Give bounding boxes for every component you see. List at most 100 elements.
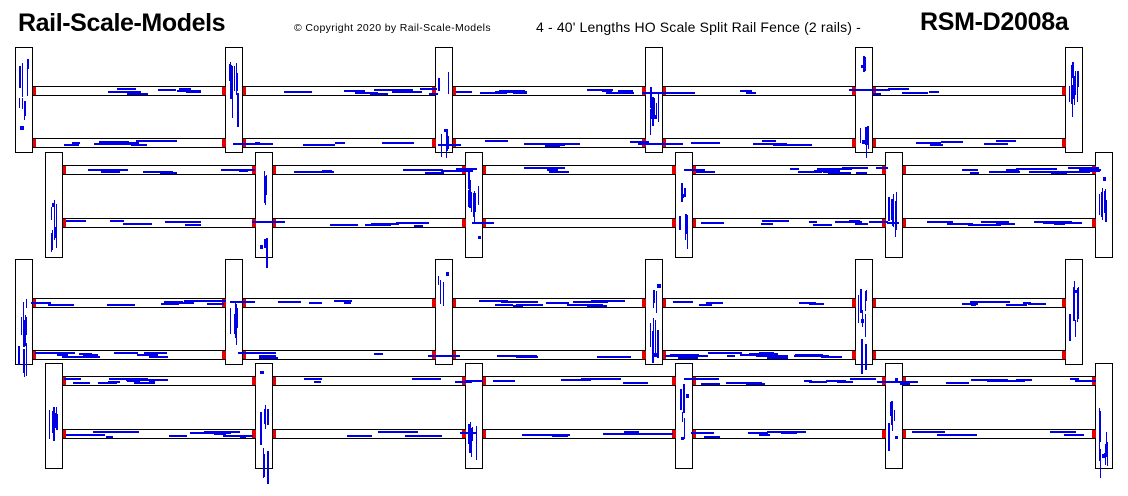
rail-joint-mark [662,299,666,307]
fence-post-3-3 [435,259,453,365]
rail-joint-mark [242,87,246,95]
fence-post-4-1 [45,363,63,469]
rail-joint-mark [272,166,276,174]
fence-rail-4-1 [54,376,1104,386]
fence-post-1-5 [855,47,873,153]
rail-joint-mark [272,377,276,385]
rail-joint-mark [432,87,436,95]
rail-joint-mark [252,377,256,385]
rail-joint-mark [882,377,886,385]
rail-joint-mark [672,430,676,438]
rail-joint-mark [852,299,856,307]
fence-rail-1-1 [24,86,1074,96]
rail-joint-mark [1092,166,1096,174]
rail-joint-mark [462,377,466,385]
rail-joint-mark [452,87,456,95]
product-description: 4 - 40' Lengths HO Scale Split Rail Fenc… [536,19,861,35]
rail-joint-mark [872,299,876,307]
rail-joint-mark [692,166,696,174]
fence-post-3-2 [225,259,243,365]
rail-joint-mark [882,166,886,174]
rail-joint-mark [222,299,226,307]
fence-post-2-2 [255,152,273,258]
rail-joint-mark [662,351,666,359]
rail-joint-mark [222,351,226,359]
rail-joint-mark [1092,430,1096,438]
fence-rail-4-2 [54,429,1104,439]
rail-joint-mark [462,430,466,438]
drawing-header: Rail-Scale-Models © Copyright 2020 by Ra… [0,0,1128,44]
rail-joint-mark [32,351,36,359]
rail-joint-mark [462,166,466,174]
fence-rail-3-1 [24,298,1074,308]
rail-joint-mark [662,87,666,95]
fence-rail-2-1 [54,165,1104,175]
rail-joint-mark [252,219,256,227]
rail-joint-mark [672,377,676,385]
rail-joint-mark [482,166,486,174]
rail-joint-mark [252,430,256,438]
fence-rail-1-2 [24,138,1074,148]
fence-post-1-3 [435,47,453,153]
fence-post-4-5 [885,363,903,469]
rail-joint-mark [642,351,646,359]
rail-joint-mark [642,87,646,95]
fence-post-1-6 [1065,47,1083,153]
fence-post-3-6 [1065,259,1083,365]
rail-joint-mark [1062,87,1066,95]
rail-joint-mark [432,139,436,147]
rail-joint-mark [1062,351,1066,359]
fence-rail-3-2 [24,350,1074,360]
rail-joint-mark [242,299,246,307]
rail-joint-mark [642,139,646,147]
fence-post-2-6 [1095,152,1113,258]
rail-joint-mark [902,166,906,174]
fence-post-4-6 [1095,363,1113,469]
company-logo-text: Rail-Scale-Models [18,9,226,37]
rail-joint-mark [852,351,856,359]
fence-post-3-4 [645,259,663,365]
rail-joint-mark [882,219,886,227]
rail-joint-mark [902,377,906,385]
rail-joint-mark [432,351,436,359]
rail-joint-mark [692,219,696,227]
rail-joint-mark [662,139,666,147]
rail-joint-mark [1062,299,1066,307]
rail-joint-mark [882,430,886,438]
fence-post-1-2 [225,47,243,153]
rail-joint-mark [62,377,66,385]
fence-post-2-4 [675,152,693,258]
rail-joint-mark [222,87,226,95]
rail-joint-mark [242,139,246,147]
rail-joint-mark [252,166,256,174]
fence-rail-2-2 [54,218,1104,228]
rail-joint-mark [1092,219,1096,227]
rail-joint-mark [672,219,676,227]
rail-joint-mark [872,351,876,359]
rail-joint-mark [872,139,876,147]
rail-joint-mark [62,430,66,438]
rail-joint-mark [32,299,36,307]
rail-joint-mark [432,299,436,307]
rail-joint-mark [1092,377,1096,385]
fence-post-2-1 [45,152,63,258]
rail-joint-mark [902,430,906,438]
fence-post-4-2 [255,363,273,469]
rail-joint-mark [452,351,456,359]
rail-joint-mark [462,219,466,227]
rail-joint-mark [32,139,36,147]
fence-post-4-3 [465,363,483,469]
fence-post-2-5 [885,152,903,258]
rail-joint-mark [242,351,246,359]
rail-joint-mark [642,299,646,307]
rail-joint-mark [62,219,66,227]
rail-joint-mark [852,139,856,147]
fence-post-1-4 [645,47,663,153]
part-number: RSM-D2008a [920,8,1069,36]
rail-joint-mark [62,166,66,174]
rail-joint-mark [482,377,486,385]
rail-joint-mark [692,377,696,385]
rail-joint-mark [852,87,856,95]
rail-joint-mark [902,219,906,227]
copyright-notice: © Copyright 2020 by Rail-Scale-Models [294,22,491,34]
